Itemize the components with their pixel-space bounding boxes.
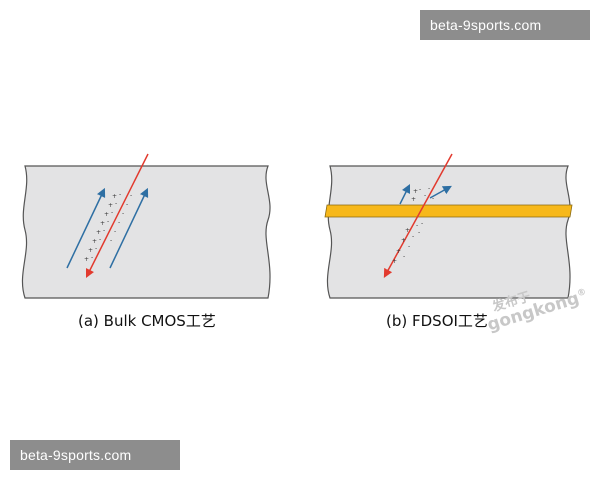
svg-text:+: + [84,256,89,263]
svg-text:-: - [130,192,132,199]
svg-text:-: - [119,191,121,198]
caption-bulk-cmos: (a) Bulk CMOS工艺 [78,312,216,330]
svg-text:-: - [103,227,105,234]
watermark-bottom: beta-9sports.com [10,440,180,470]
svg-text:-: - [432,195,434,202]
ion-track [85,153,149,279]
charge-carriers: +- +- +- +- +- +- +- +- --- --- [84,191,132,263]
svg-text:+: + [96,229,101,236]
carrier-arrow-left [399,183,411,205]
svg-text:-: - [424,192,426,199]
svg-text:-: - [110,237,112,244]
carrier-arrow-right [109,187,149,269]
caption-fdsoi: (b) FDSOI工艺 [386,312,488,330]
buried-oxide-layer [324,204,573,218]
svg-text:-: - [428,185,430,192]
bulk-cmos-diagram: +- +- +- +- +- +- +- +- --- --- [21,153,271,299]
svg-text:-: - [126,201,128,208]
svg-text:+: + [392,258,397,265]
charge-carriers: +- +- -- -+ -+ -+ -+ -- [392,185,434,265]
fdsoi-diagram: +- +- -- -+ -+ -+ -+ -- [324,153,573,299]
svg-text:+: + [405,227,410,234]
carrier-arrow-right [429,185,452,199]
svg-text:-: - [403,253,405,260]
carrier-arrow-left [66,187,106,269]
svg-text:+: + [92,238,97,245]
watermark-top: beta-9sports.com [420,10,590,40]
svg-text:-: - [421,220,423,227]
svg-text:-: - [111,209,113,216]
fdsoi-substrate [326,165,571,299]
svg-text:-: - [95,245,97,252]
svg-text:+: + [112,193,117,200]
svg-text:+: + [88,247,93,254]
svg-text:+: + [411,196,416,203]
svg-text:-: - [416,222,418,229]
svg-text:-: - [114,228,116,235]
registered-mark: ® [576,287,588,300]
svg-text:-: - [412,233,414,240]
svg-text:+: + [108,202,113,209]
svg-text:-: - [107,218,109,225]
svg-text:+: + [401,237,406,244]
svg-text:-: - [99,236,101,243]
ion-track [383,153,453,278]
svg-text:-: - [408,243,410,250]
svg-text:-: - [118,219,120,226]
svg-text:-: - [419,186,421,193]
svg-text:+: + [104,211,109,218]
svg-text:-: - [91,254,93,261]
svg-text:-: - [122,210,124,217]
svg-text:-: - [115,200,117,207]
svg-text:+: + [100,220,105,227]
svg-text:+: + [396,248,401,255]
svg-text:-: - [418,229,420,236]
bulk-substrate [21,165,271,299]
svg-text:+: + [413,188,418,195]
